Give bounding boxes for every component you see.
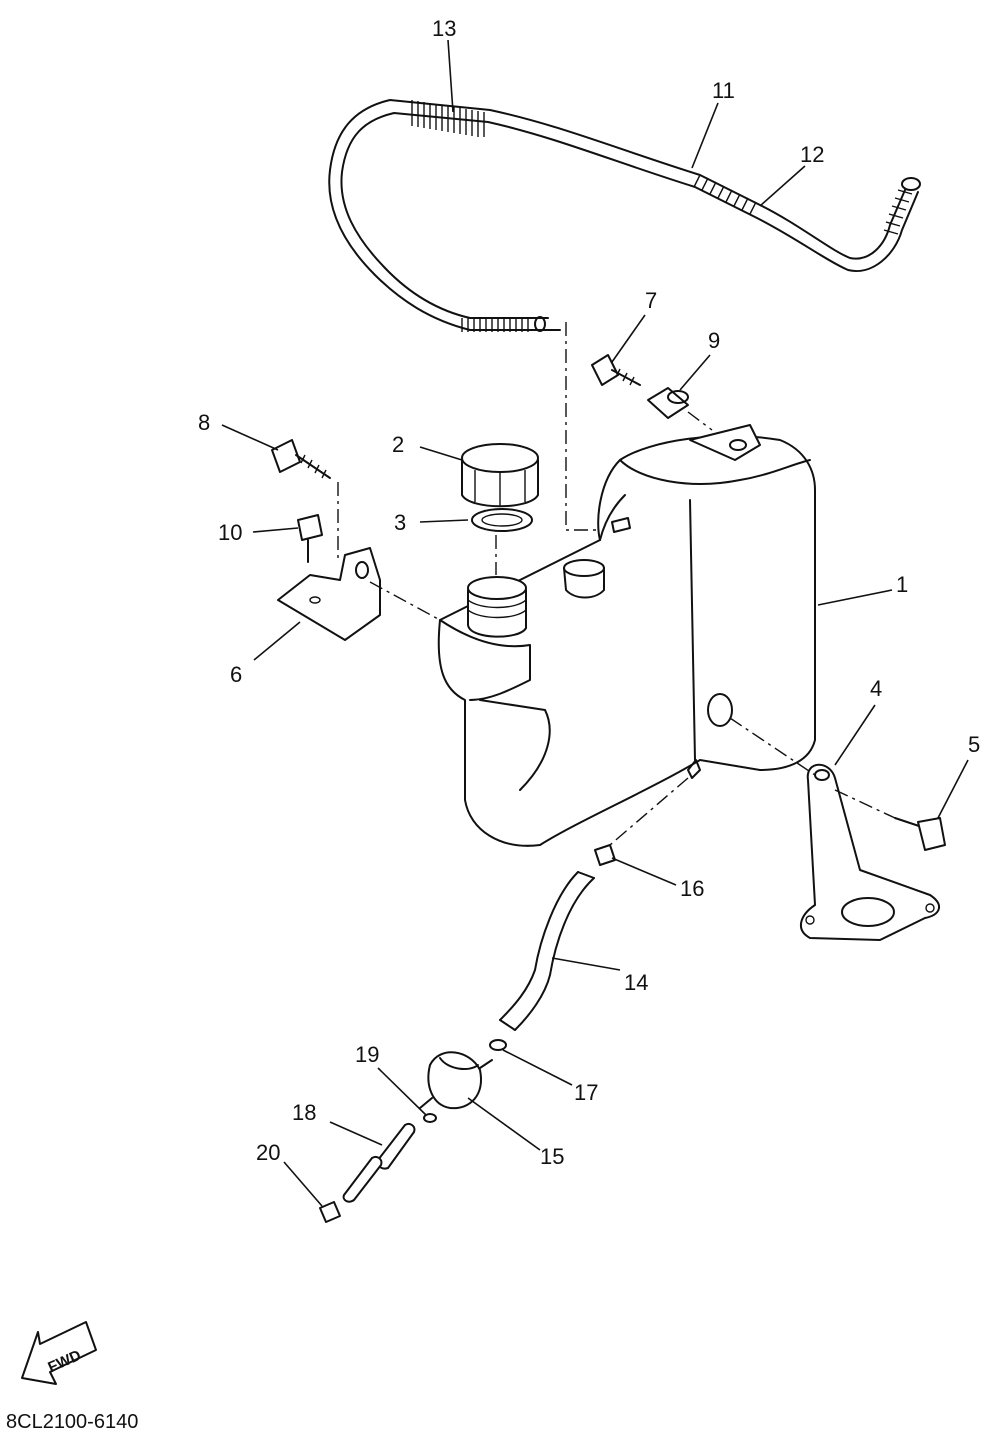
- callout-12: 12: [800, 142, 824, 167]
- callout-6: 6: [230, 662, 242, 687]
- bracket-left: [277, 547, 381, 641]
- leader-lines: [221, 39, 969, 1207]
- hose-corrugation-13: [411, 100, 485, 137]
- callout-20: 20: [256, 1140, 280, 1165]
- callout-5: 5: [968, 732, 980, 757]
- bolt-7: [591, 354, 641, 386]
- pipe-18: [376, 1122, 416, 1170]
- callout-16: 16: [680, 876, 704, 901]
- callout-13: 13: [432, 16, 456, 41]
- clamp-20: [319, 1201, 341, 1223]
- diagram-code: 8CL2100-6140: [6, 1411, 138, 1433]
- pipe-extra: [342, 1155, 383, 1203]
- stay-4: [800, 763, 940, 941]
- callout-7: 7: [645, 288, 657, 313]
- hose-corrugation-end-lower: [461, 316, 546, 332]
- callout-3: 3: [394, 510, 406, 535]
- callout-18: 18: [292, 1100, 316, 1125]
- gasket: [471, 508, 533, 532]
- callout-17: 17: [574, 1080, 598, 1105]
- bolt-5: [894, 817, 946, 851]
- callout-8: 8: [198, 410, 210, 435]
- callout-19: 19: [355, 1042, 379, 1067]
- callout-2: 2: [392, 432, 404, 457]
- callout-4: 4: [870, 676, 882, 701]
- fwd-arrow: FWD: [21, 1321, 97, 1385]
- hose-14: [499, 871, 595, 1031]
- clamp-16: [594, 844, 616, 866]
- collar-9: [647, 387, 689, 419]
- callout-1: 1: [896, 572, 908, 597]
- callout-labels: 13 11 12 1 2 3 4 5 6 7 8 9 10 14 15 16 1…: [198, 16, 980, 1169]
- bolt-8: [271, 439, 331, 479]
- callout-11: 11: [712, 78, 735, 103]
- breather-hose: [328, 99, 921, 531]
- bolt-10: [297, 514, 323, 563]
- callout-15: 15: [540, 1144, 564, 1169]
- callout-9: 9: [708, 328, 720, 353]
- callout-10: 10: [218, 520, 242, 545]
- hose-corrugation-end-upper: [883, 177, 921, 235]
- filler-cap: [461, 443, 539, 508]
- callout-14: 14: [624, 970, 648, 995]
- clip-19: [423, 1113, 437, 1123]
- fuel-filter-15: [419, 1051, 493, 1110]
- clip-17: [489, 1039, 507, 1051]
- oil-tank: [437, 424, 816, 847]
- hose-corrugation-12: [693, 174, 757, 215]
